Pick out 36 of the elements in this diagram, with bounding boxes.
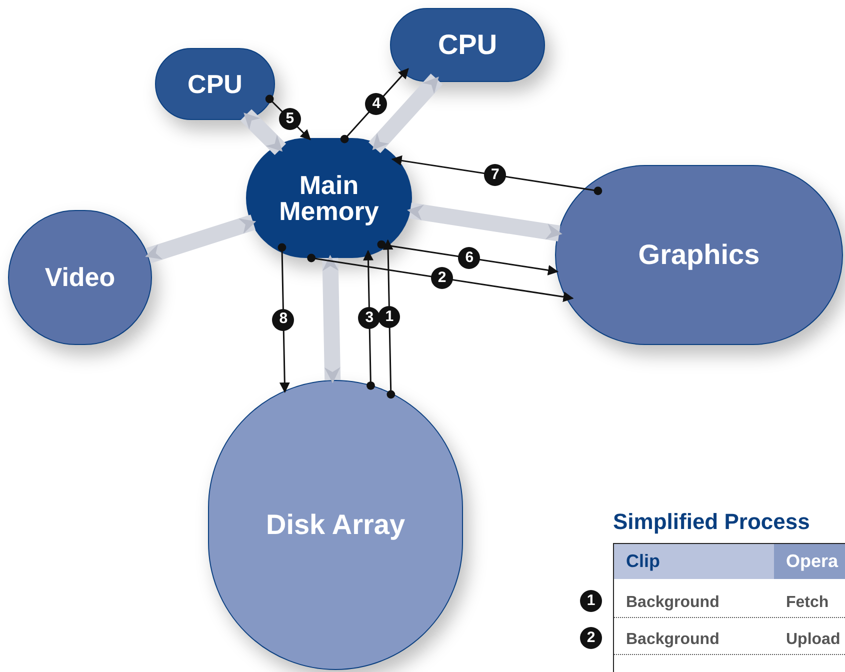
table-title: Simplified Process (613, 508, 810, 536)
edge-label: 2 (431, 267, 454, 290)
node-label: CPU (186, 68, 244, 100)
edge-label: 1 (378, 306, 400, 328)
table-cell-text: Background (626, 593, 720, 613)
arrow (363, 250, 375, 390)
header-cell: Clip (614, 544, 774, 579)
row-number-badge: 1 (580, 590, 602, 612)
node-label: Video (44, 261, 116, 294)
flow-band (145, 214, 256, 264)
arrow (340, 68, 409, 144)
header-cell: Opera (774, 544, 845, 579)
flow-band (368, 74, 443, 154)
flow-band (322, 254, 341, 384)
arrow (307, 254, 574, 302)
node-label: Main Memory (278, 172, 380, 224)
node-label: Graphics (637, 238, 761, 272)
edge-label: 5 (278, 108, 301, 130)
node-label: Disk Array (264, 508, 406, 542)
node-label: CPU (436, 28, 498, 62)
arrow (265, 94, 311, 140)
flow-band (240, 109, 286, 156)
edge-label: 6 (458, 247, 480, 270)
table-cell-text: Fetch (786, 593, 829, 613)
table-cell-text: Background (626, 630, 720, 650)
arrow (377, 240, 559, 276)
flow-band (407, 202, 562, 242)
row-number-badge: 2 (580, 627, 602, 649)
edge-label: 8 (272, 308, 294, 331)
arrow (391, 155, 602, 196)
edge-label: 7 (484, 164, 506, 186)
table-cell-text: Upload (786, 630, 840, 650)
edge-label: 3 (358, 307, 380, 330)
arrow (382, 239, 396, 399)
arrow (278, 243, 290, 393)
edge-label: 4 (365, 92, 388, 115)
